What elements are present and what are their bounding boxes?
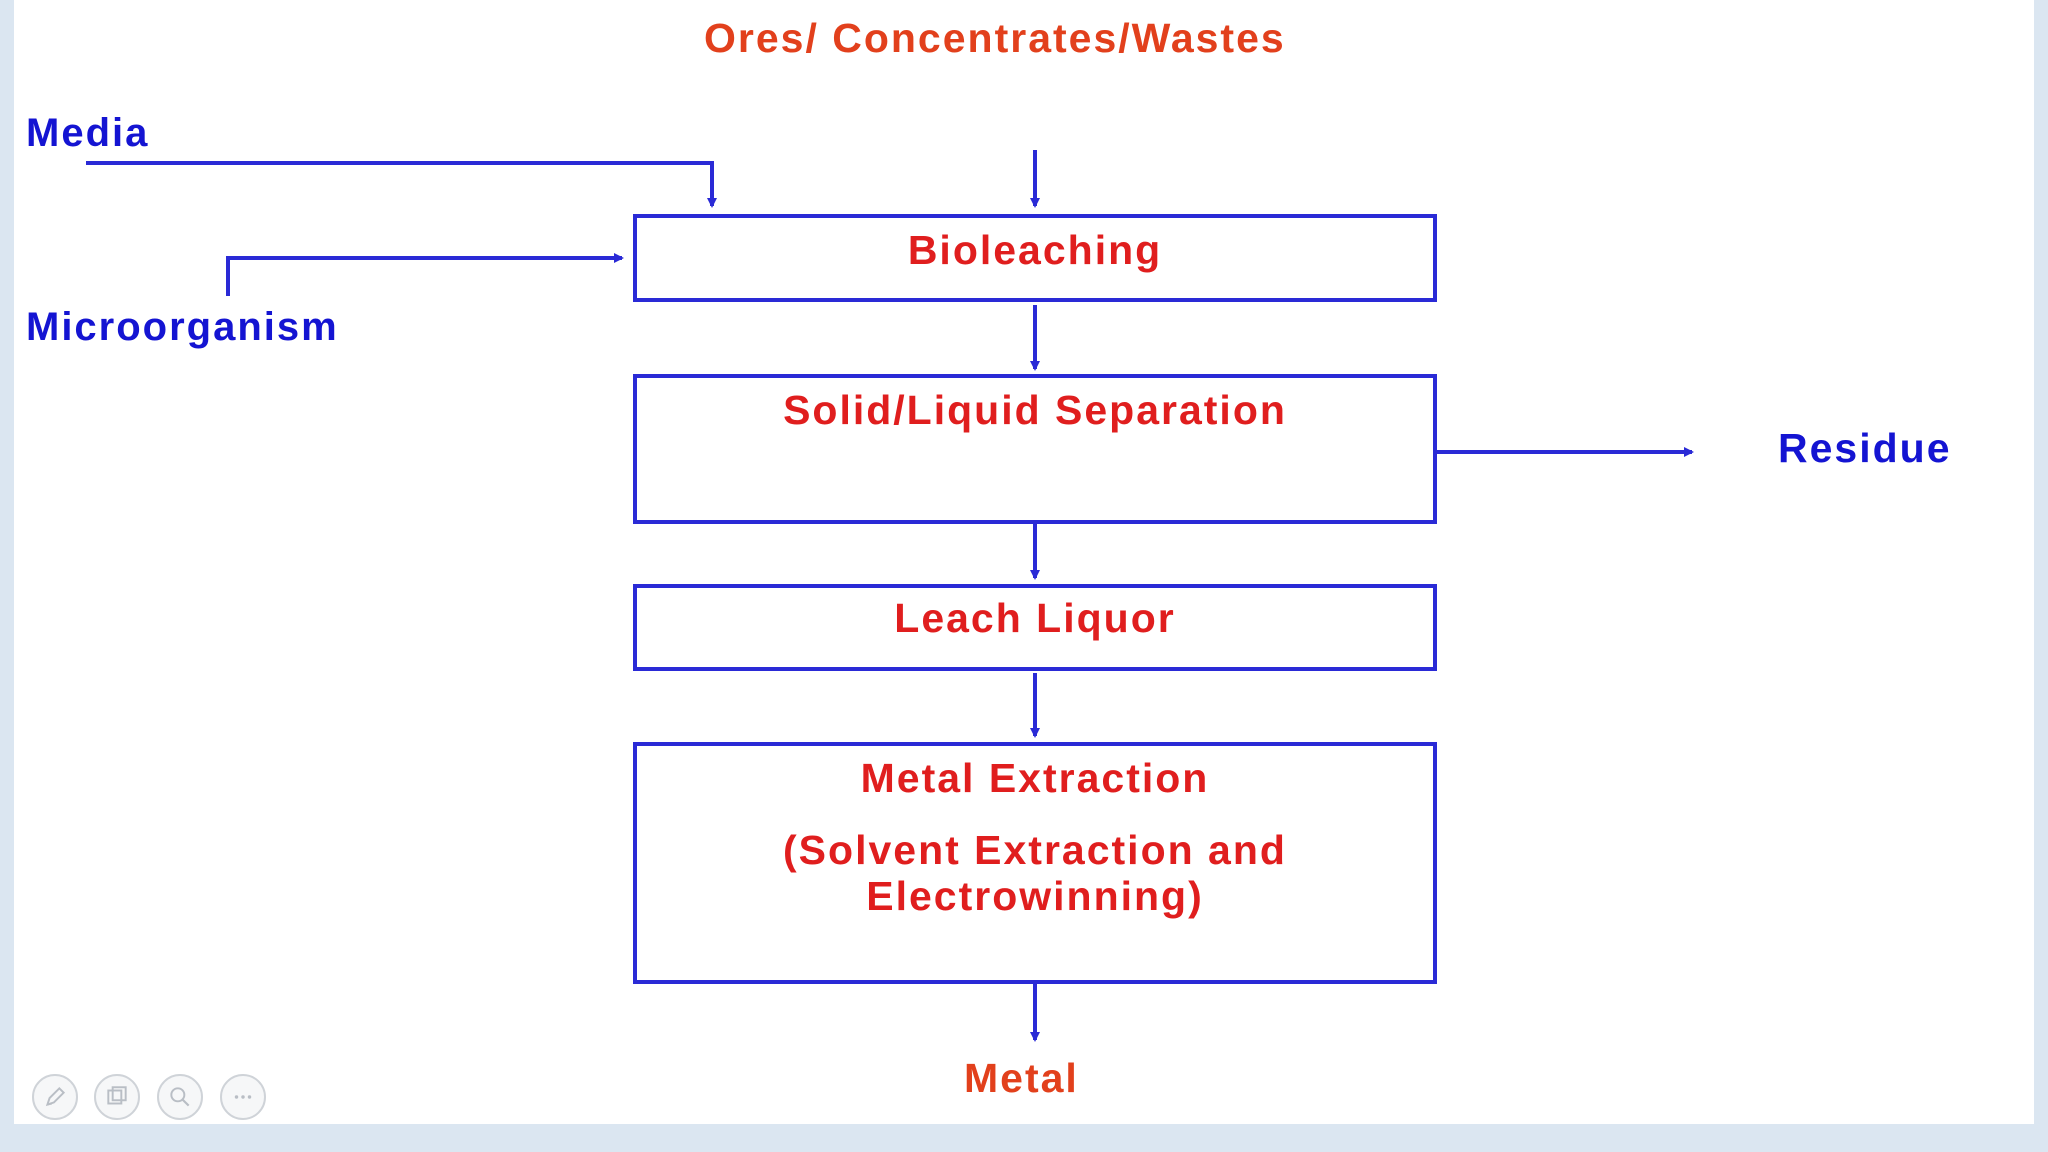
metal-label: Metal xyxy=(964,1055,1079,1101)
metal-extraction-detail-line2: Electrowinning) xyxy=(866,873,1204,919)
media-arrow xyxy=(86,161,717,208)
pen-tool-button[interactable] xyxy=(32,1074,78,1120)
separation-label: Solid/Liquid Separation xyxy=(783,387,1287,433)
metal-extraction-detail-line1: (Solvent Extraction and xyxy=(783,827,1287,873)
microorganism-label: Microorganism xyxy=(26,305,339,349)
zoom-icon xyxy=(170,1087,190,1107)
more-icon xyxy=(234,1095,252,1099)
bioleaching-label: Bioleaching xyxy=(907,227,1163,273)
bioleaching-box: Bioleaching xyxy=(633,214,1437,302)
metal-extraction-box: Metal Extraction (Solvent Extraction and… xyxy=(633,742,1437,984)
diagram-title: Ores/ Concentrates/Wastes xyxy=(704,15,1286,61)
media-label: Media xyxy=(26,111,150,155)
residue-label: Residue xyxy=(1778,425,1952,471)
metal-extraction-label: Metal Extraction xyxy=(860,755,1210,801)
slides-overview-button[interactable] xyxy=(94,1074,140,1120)
slides-icon xyxy=(107,1086,127,1105)
pen-icon xyxy=(45,1086,66,1107)
more-options-button[interactable] xyxy=(220,1074,266,1120)
leach-liquor-label: Leach Liquor xyxy=(894,595,1176,641)
separation-box: Solid/Liquid Separation xyxy=(633,374,1437,524)
leach-liquor-box: Leach Liquor xyxy=(633,584,1437,671)
zoom-button[interactable] xyxy=(157,1074,203,1120)
microorganism-arrow xyxy=(226,253,624,296)
